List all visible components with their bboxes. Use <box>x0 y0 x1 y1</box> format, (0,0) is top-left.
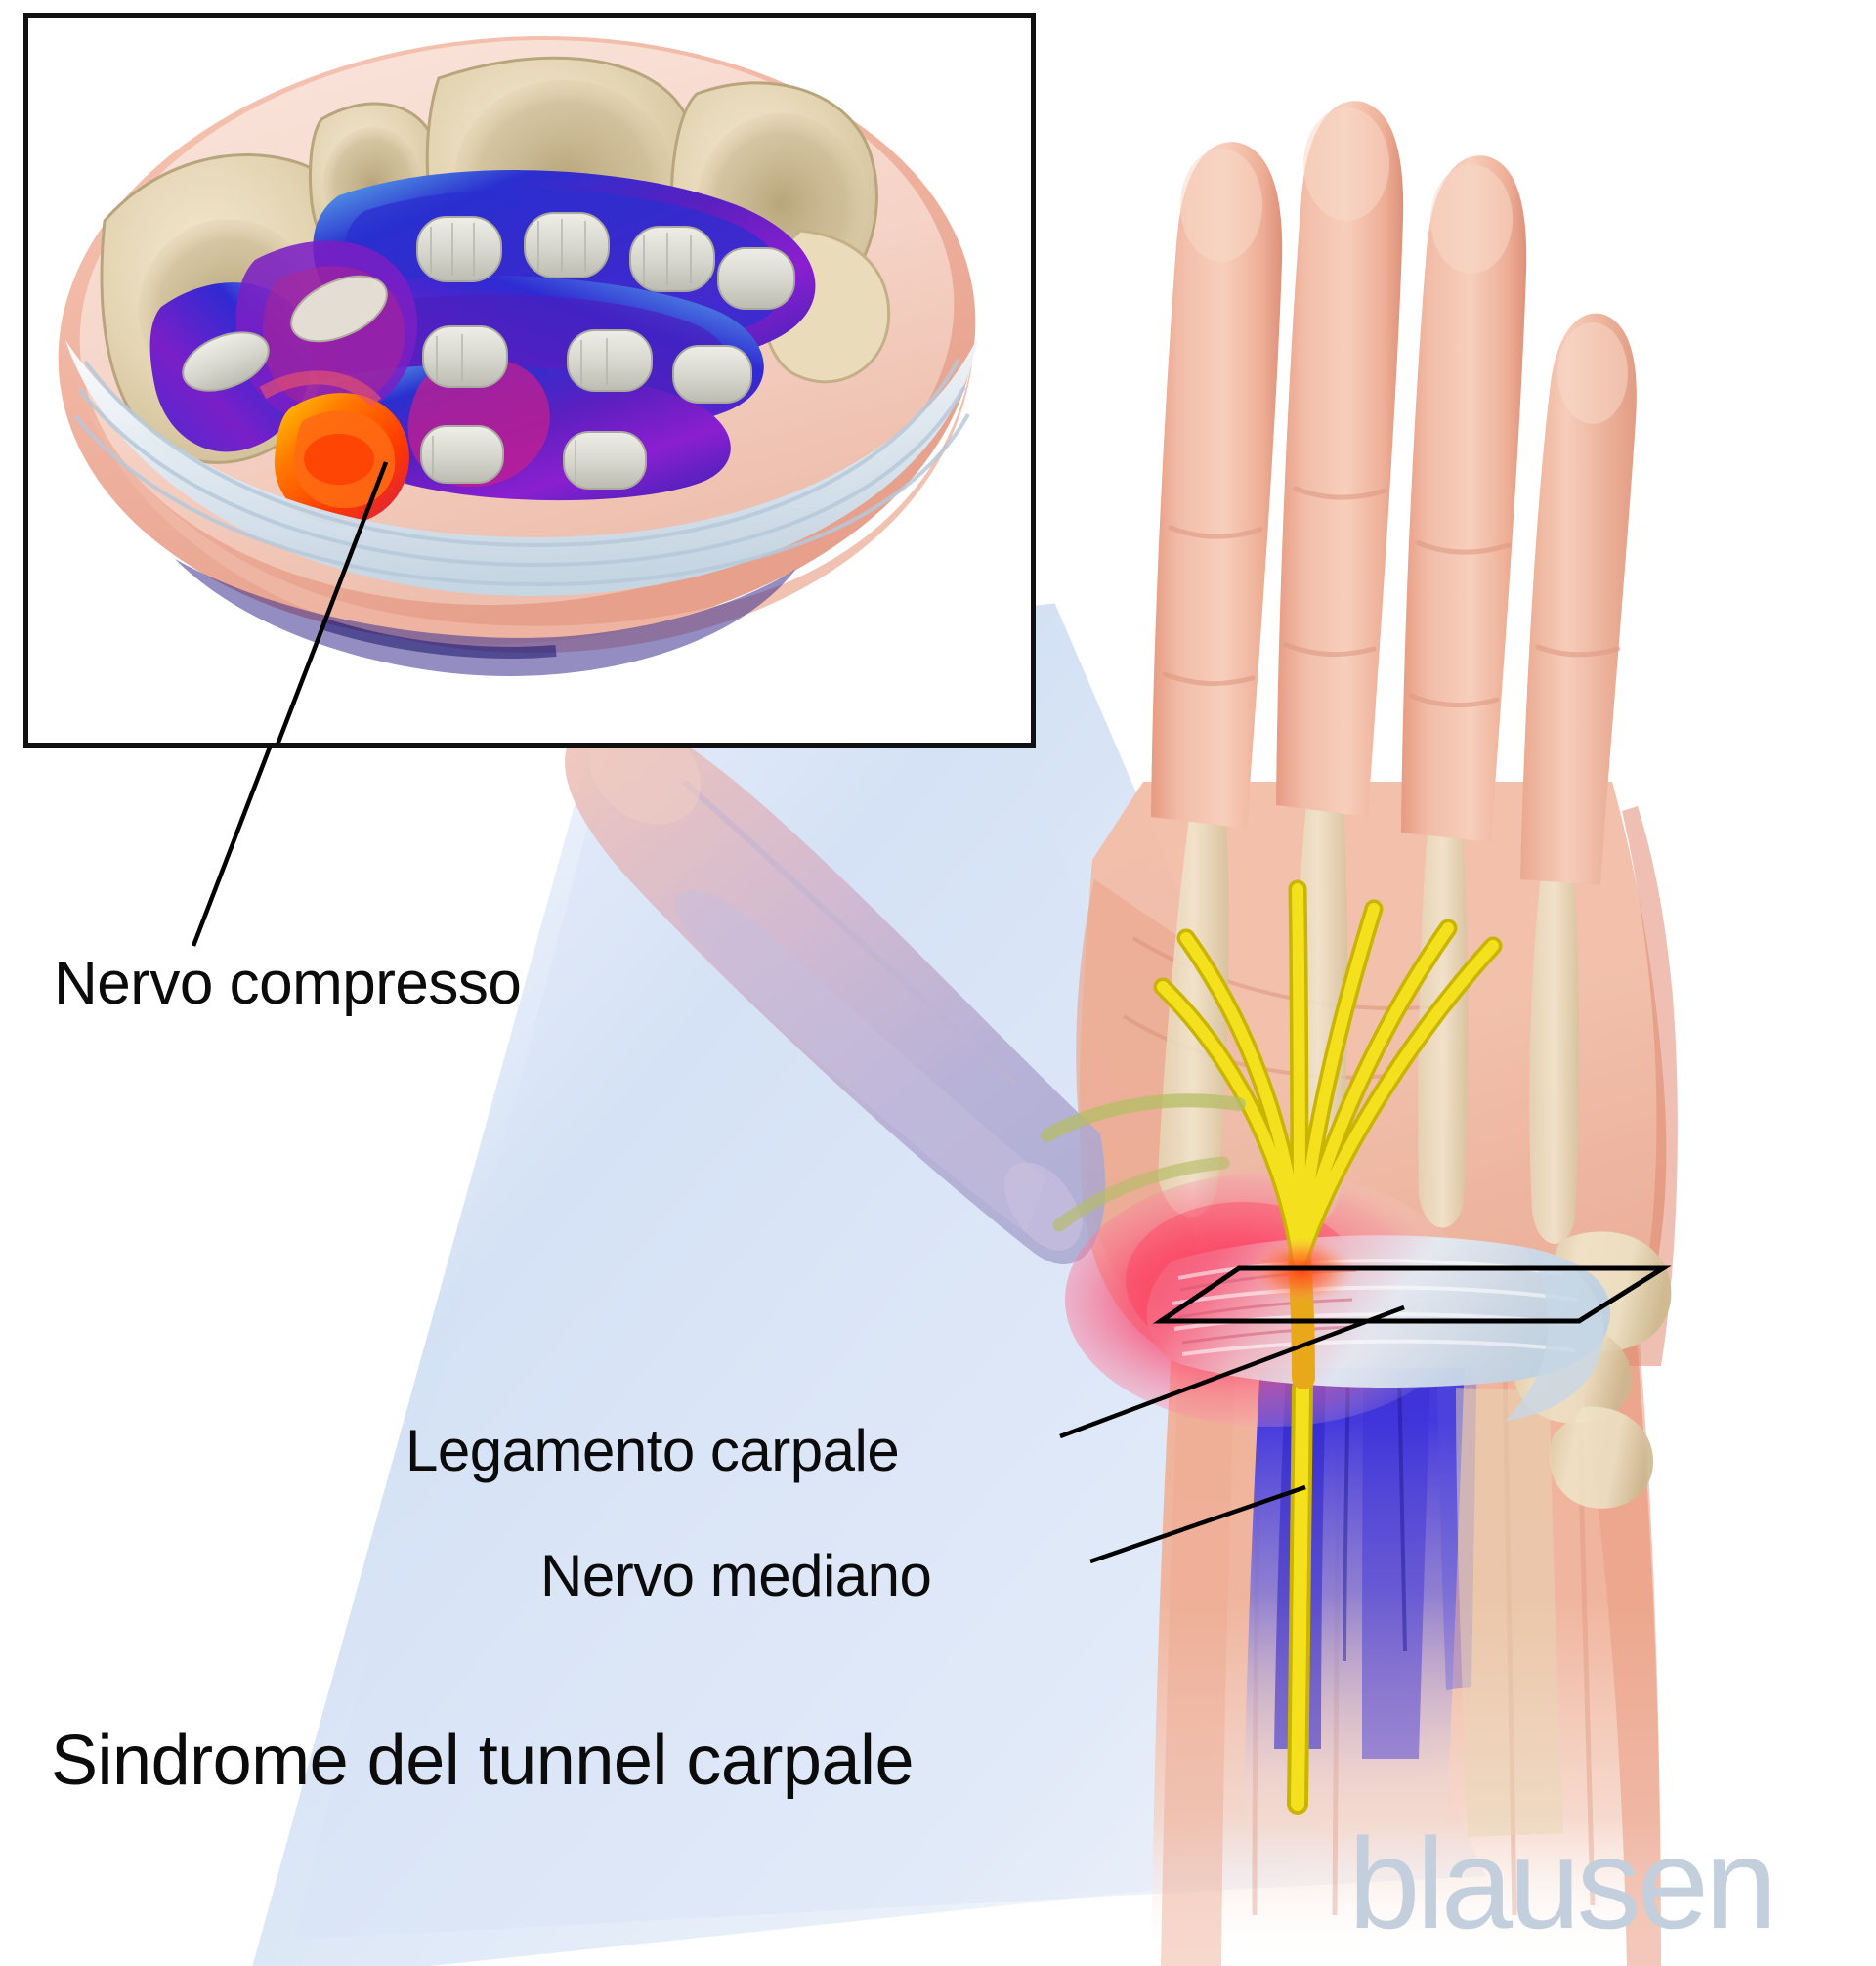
median-nerve <box>1041 879 1503 1815</box>
inset-cross-section <box>23 13 1036 748</box>
label-nervo-compresso: Nervo compresso <box>54 950 522 1017</box>
compressed-median-nerve <box>259 370 409 525</box>
inset-leader-segment <box>276 461 389 743</box>
label-legamento-carpale: Legamento carpale <box>405 1418 900 1483</box>
leader-nervo-mediano <box>1089 1484 1306 1564</box>
cut-plane-outline <box>1152 1265 1672 1324</box>
thumb <box>565 715 1106 1265</box>
figure-title: Sindrome del tunnel carpale <box>51 1722 915 1800</box>
blausen-watermark: blausen <box>1348 1812 1776 1955</box>
leader-legamento-carpale <box>1059 1304 1405 1439</box>
flexor-tendons <box>182 212 795 490</box>
transverse-carpal-ligament-inset <box>65 336 978 676</box>
label-nervo-mediano: Nervo mediano <box>540 1543 932 1608</box>
fingers <box>1151 101 1637 885</box>
inset-artwork <box>58 36 978 743</box>
